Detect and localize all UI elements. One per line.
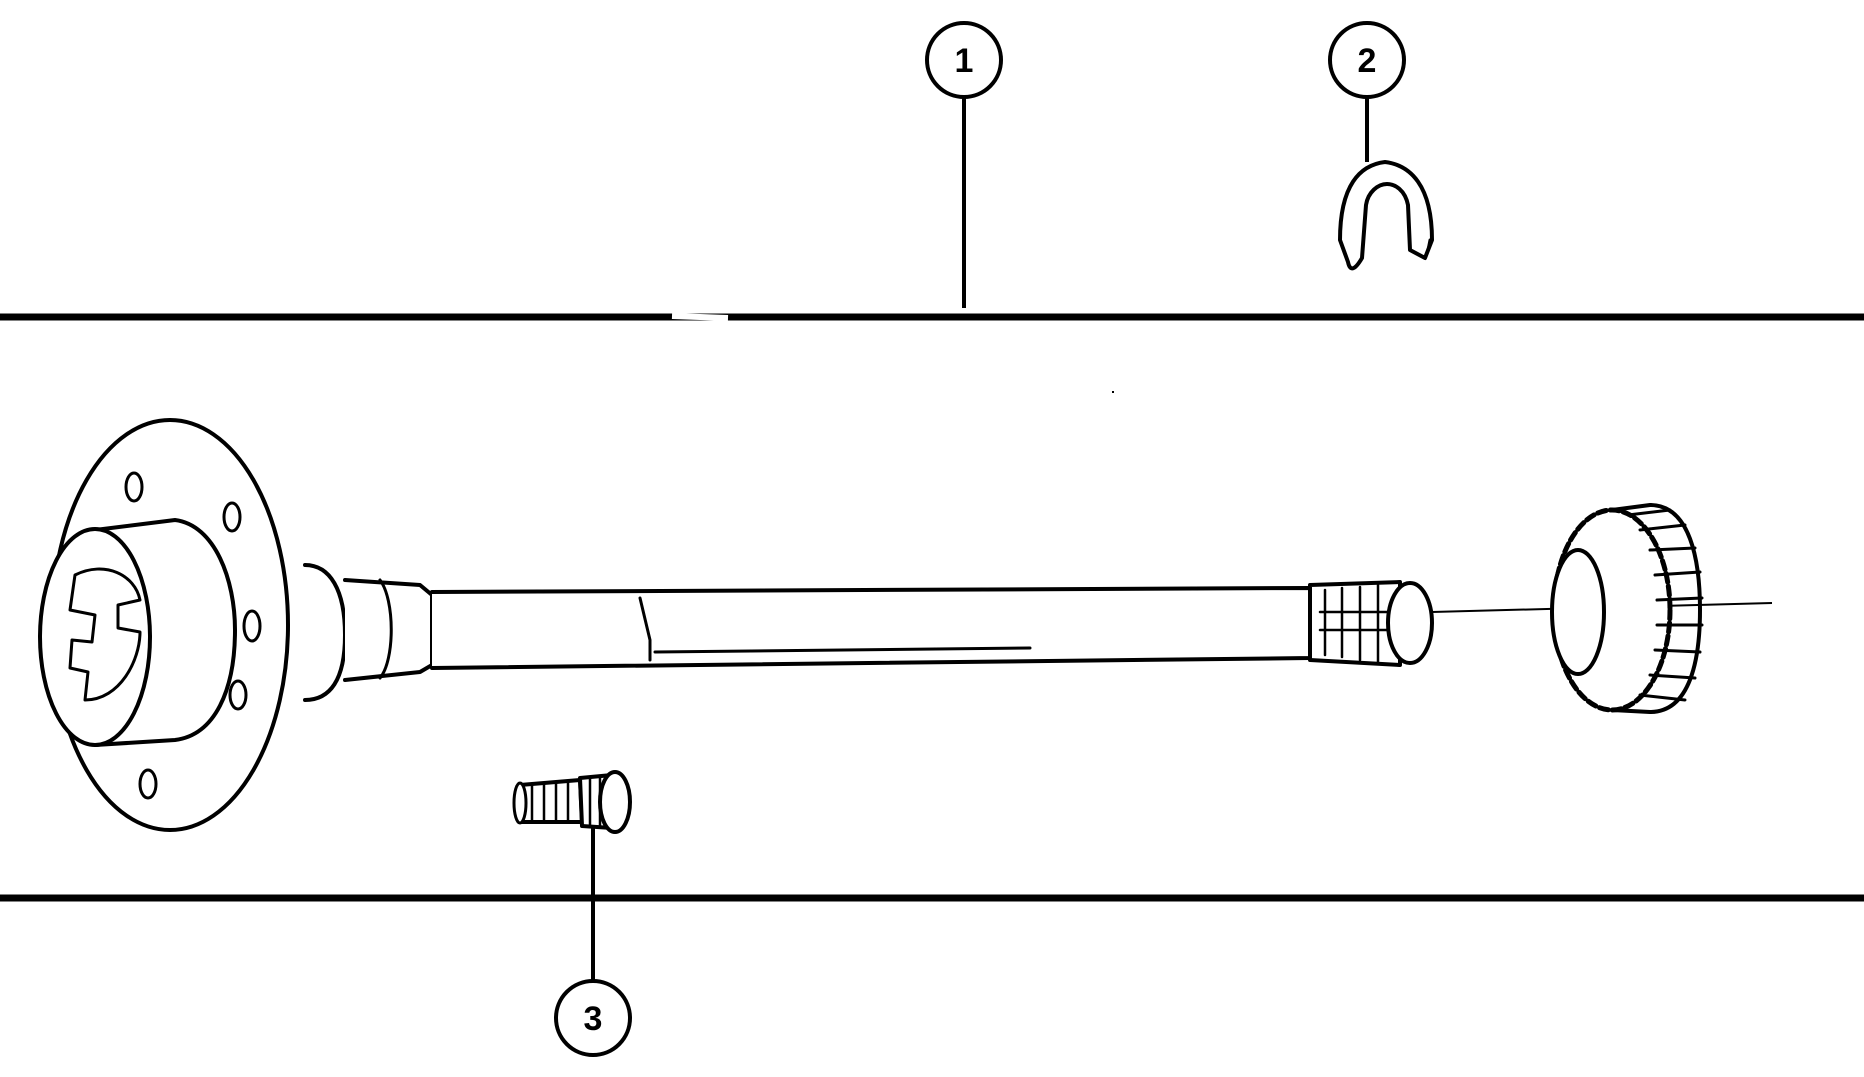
stud-tip (512, 781, 528, 825)
callout-2: 2 (1328, 21, 1406, 99)
callout-circle (925, 21, 1003, 99)
retaining-clip (1338, 160, 1434, 271)
shaft-shadow-line (653, 646, 1032, 654)
callout-number: 3 (584, 1000, 603, 1038)
flange-hole (242, 609, 262, 643)
hub-lugs (68, 567, 142, 702)
shaft-highlight (638, 596, 652, 662)
leader-lines (591, 97, 1369, 980)
flange-neck (303, 563, 347, 702)
callout-circle (1328, 21, 1406, 99)
clip-side (1423, 238, 1432, 260)
wheel-stud (512, 770, 632, 834)
shaft-collar (343, 578, 434, 682)
stud-thread (518, 778, 584, 824)
stud-thread-lines (530, 780, 570, 823)
stud-head (598, 770, 632, 834)
shaft-end (1386, 581, 1434, 665)
axle-shaft (38, 313, 1773, 832)
shaft-body (430, 586, 1312, 670)
ring-teeth (1626, 508, 1704, 702)
mark (671, 313, 729, 321)
ring-bore (1550, 548, 1606, 676)
flange-hole (228, 679, 248, 711)
callout-1: 1 (925, 21, 1003, 99)
callout-number: 1 (955, 42, 974, 80)
spline-teeth (1318, 583, 1400, 664)
callout-3: 3 (554, 979, 632, 1057)
flange-hole (138, 768, 158, 800)
callout-circle (554, 979, 632, 1057)
flange-hole (222, 501, 242, 533)
band-lines (0, 313, 1864, 902)
reluctor-ring (1550, 503, 1704, 714)
ring-band (1610, 503, 1702, 714)
clip-body (1338, 160, 1434, 271)
flange-hole (124, 471, 144, 503)
hub-face (38, 527, 152, 747)
callout-number: 2 (1358, 42, 1377, 80)
shaft-collar-step (378, 578, 393, 680)
